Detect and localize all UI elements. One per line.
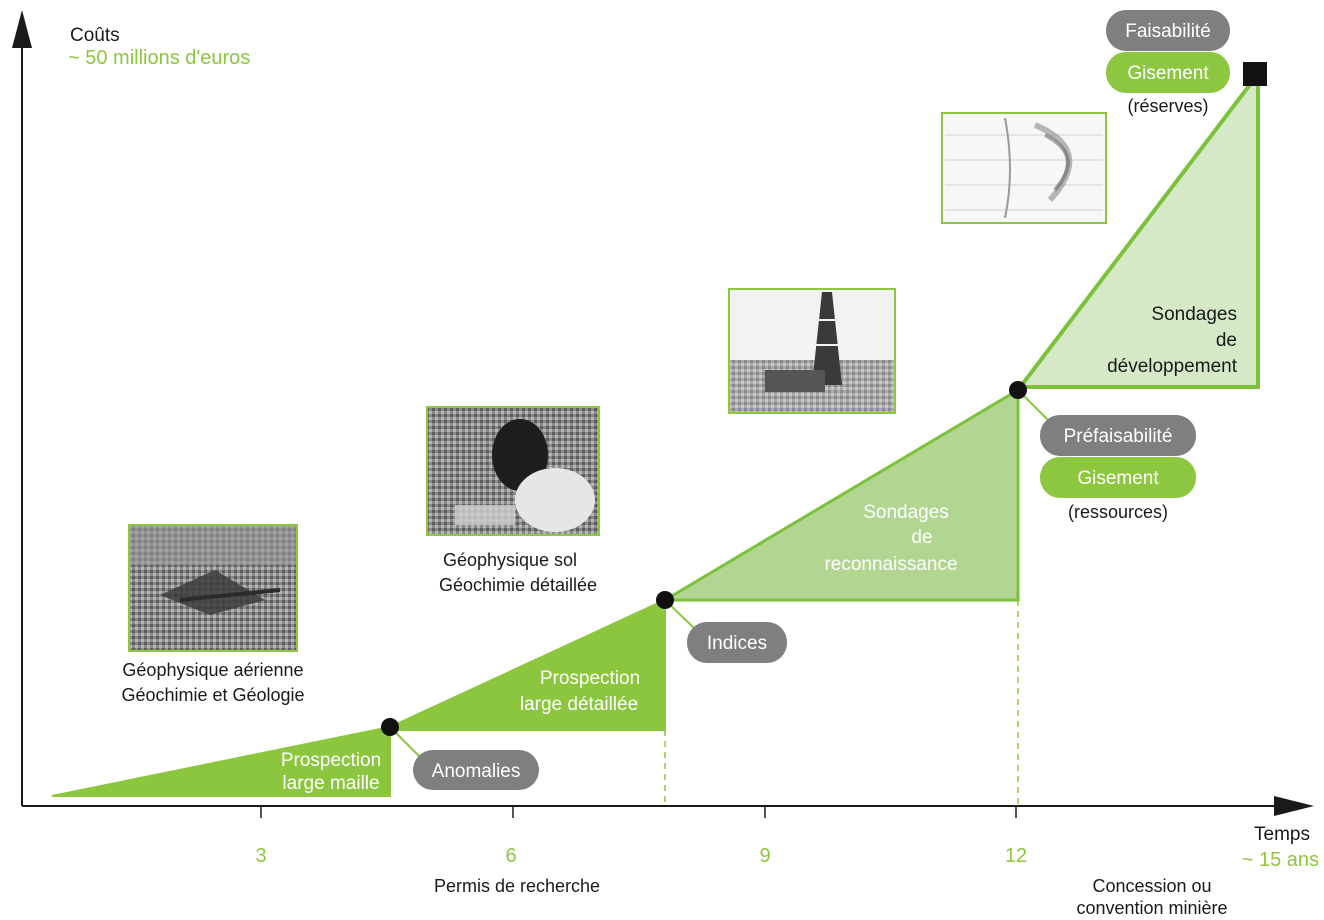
x-axis-max-label: ~ 15 ans [1242, 849, 1319, 871]
x-tick-label-3: 3 [255, 845, 266, 867]
x-axis-arrow [1274, 796, 1314, 816]
milestone-dot-indices [656, 591, 674, 609]
aerial-survey-photo [128, 524, 298, 652]
anomalies-pill [413, 750, 539, 790]
geological-section-image [941, 112, 1107, 224]
gisement-label-reserves: Gisement [1127, 63, 1209, 84]
aerial-caption-line2: Géochimie et Géologie [121, 685, 304, 705]
permis-label: Permis de recherche [434, 876, 600, 896]
concession-label-line2: convention minière [1076, 898, 1227, 918]
milestone-dot-anomalies [381, 718, 399, 736]
ground-caption-line1: Géophysique sol [443, 550, 577, 570]
phase-3-label-line3: reconnaissance [824, 554, 957, 575]
gisement-pill-ressources [1040, 457, 1196, 498]
indices-label: Indices [707, 633, 767, 654]
gisement-label-ressources: Gisement [1077, 468, 1159, 489]
ground-caption-line2: Géochimie détaillée [439, 575, 597, 595]
faisabilite-pill [1106, 10, 1230, 51]
phase-4-label-line2: de [1216, 330, 1237, 351]
faisabilite-label: Faisabilité [1125, 21, 1211, 42]
reserves-label: (réserves) [1127, 96, 1208, 116]
prefaisabilite-pill [1040, 415, 1196, 456]
phase-1-label-line1: Prospection [281, 750, 381, 771]
x-tick-label-9: 9 [759, 845, 770, 867]
phase-4-label-line3: développement [1107, 356, 1238, 377]
phase-1-label-line2: large maille [282, 773, 379, 794]
x-axis-title: Temps [1254, 824, 1310, 845]
indices-pill [687, 622, 787, 663]
x-tick-label-6: 6 [505, 845, 516, 867]
concession-label-line1: Concession ou [1092, 876, 1211, 896]
y-axis-arrow [12, 10, 32, 48]
phase-4-label-line1: Sondages [1151, 304, 1237, 325]
prefaisabilite-label: Préfaisabilité [1064, 426, 1173, 447]
anomalies-label: Anomalies [432, 761, 521, 782]
ressources-label: (ressources) [1068, 502, 1168, 522]
y-axis-max-label: ~ 50 millions d'euros [68, 47, 250, 69]
milestone-square-faisabilite [1243, 62, 1267, 86]
y-axis-title: Coûts [70, 25, 120, 46]
phase-2-label-line1: Prospection [540, 668, 640, 689]
phase-3-label-line2: de [911, 527, 932, 548]
milestone-dot-prefaisabilite [1009, 381, 1027, 399]
phase-2-label-line2: large détaillée [520, 694, 638, 715]
phase-area-1 [51, 725, 391, 797]
drill-rig-photo [728, 288, 896, 414]
gisement-pill-reserves [1106, 52, 1230, 93]
phase-area-3 [659, 387, 1020, 602]
aerial-caption-line1: Géophysique aérienne [122, 660, 303, 680]
phase-3-label-line1: Sondages [863, 502, 949, 523]
x-tick-label-12: 12 [1005, 845, 1027, 867]
ground-survey-photo [426, 406, 600, 536]
